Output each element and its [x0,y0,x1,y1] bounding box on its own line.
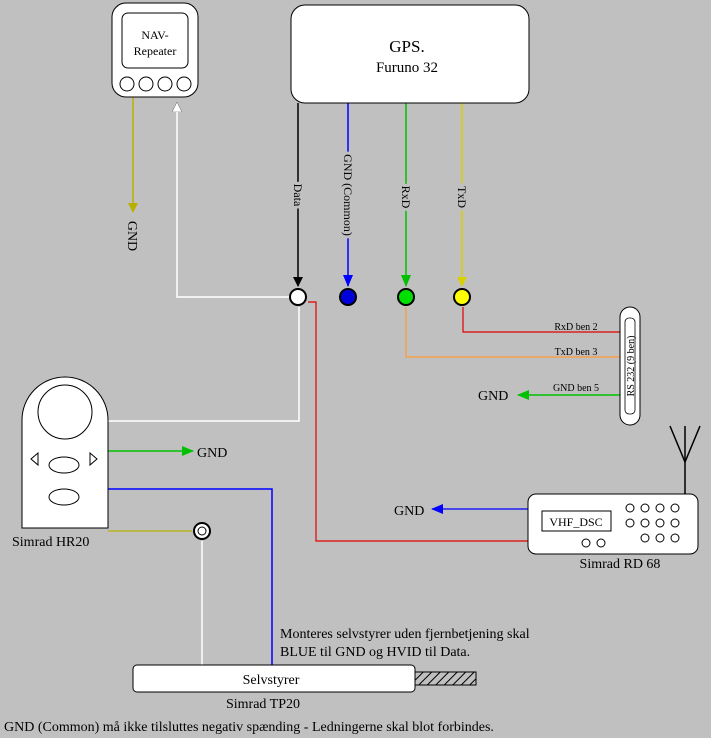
repeater-button-3 [157,76,173,92]
txd-node [453,288,471,306]
hr20-knob [37,384,93,440]
tp20-pushrod [414,671,477,686]
rxd-ben2-label: RxD ben 2 [554,322,597,333]
tp20-label: Simrad TP20 [226,697,300,712]
autopilot-note-line1: Monteres selvstyrer uden fjernbetjening … [280,627,530,642]
txd-ben3-label: TxD ben 3 [555,347,598,358]
gnd-common-node [339,288,357,306]
rd68-keypad [581,503,680,548]
rs232-label: RS 232 (9 ben) [626,336,637,397]
rxd-ben2-wire [462,307,626,333]
hr20-button-top [48,456,80,474]
data-node [289,288,307,306]
autopilot-note-line2: BLUE til GND og HVID til Data. [280,645,470,660]
rd68-gnd-label: GND [394,504,424,519]
repeater-data-wire [177,103,290,298]
rs232-gnd-label: GND [478,389,508,404]
gps-title: GPS. [389,37,424,56]
hr20-gnd-label: GND [197,446,227,461]
gnd-common-label: GND (Common) [341,154,355,236]
gps-unit [290,4,530,104]
footer-note: GND (Common) må ikke tilsluttes negativ … [4,720,494,735]
hr20-button-bottom [48,488,80,506]
rd68-data-wire [308,301,528,542]
data-wire-label: Data [291,184,305,207]
hr20-left-arrow-icon [30,451,39,467]
rd68-label: Simrad RD 68 [580,557,661,572]
repeater-button-1 [119,76,135,92]
txd-ben3-wire [405,307,626,358]
nav-repeater-line2: Repeater [134,44,177,58]
rd68-unit [527,493,699,555]
repeater-gnd-label: GND [124,221,139,251]
repeater-button-2 [138,76,154,92]
rd68-display-text: VHF_DSC [549,515,602,529]
gnd-ben5-label: GND ben 5 [553,383,599,394]
hr20-tp20-blue-wire [108,488,273,665]
hr20-node [193,522,211,540]
hr20-data-wire [108,307,300,422]
hr20-right-arrow-icon [89,451,98,467]
rxd-wire-label: RxD [399,186,413,209]
nav-repeater-line1: NAV- [141,28,168,42]
repeater-button-4 [176,76,192,92]
gps-model: Furuno 32 [376,60,438,76]
rd68-display [541,510,612,532]
rxd-node [397,288,415,306]
txd-wire-label: TxD [455,186,469,208]
hr20-label: Simrad HR20 [12,535,89,550]
tp20-box-text: Selvstyrer [243,673,300,688]
